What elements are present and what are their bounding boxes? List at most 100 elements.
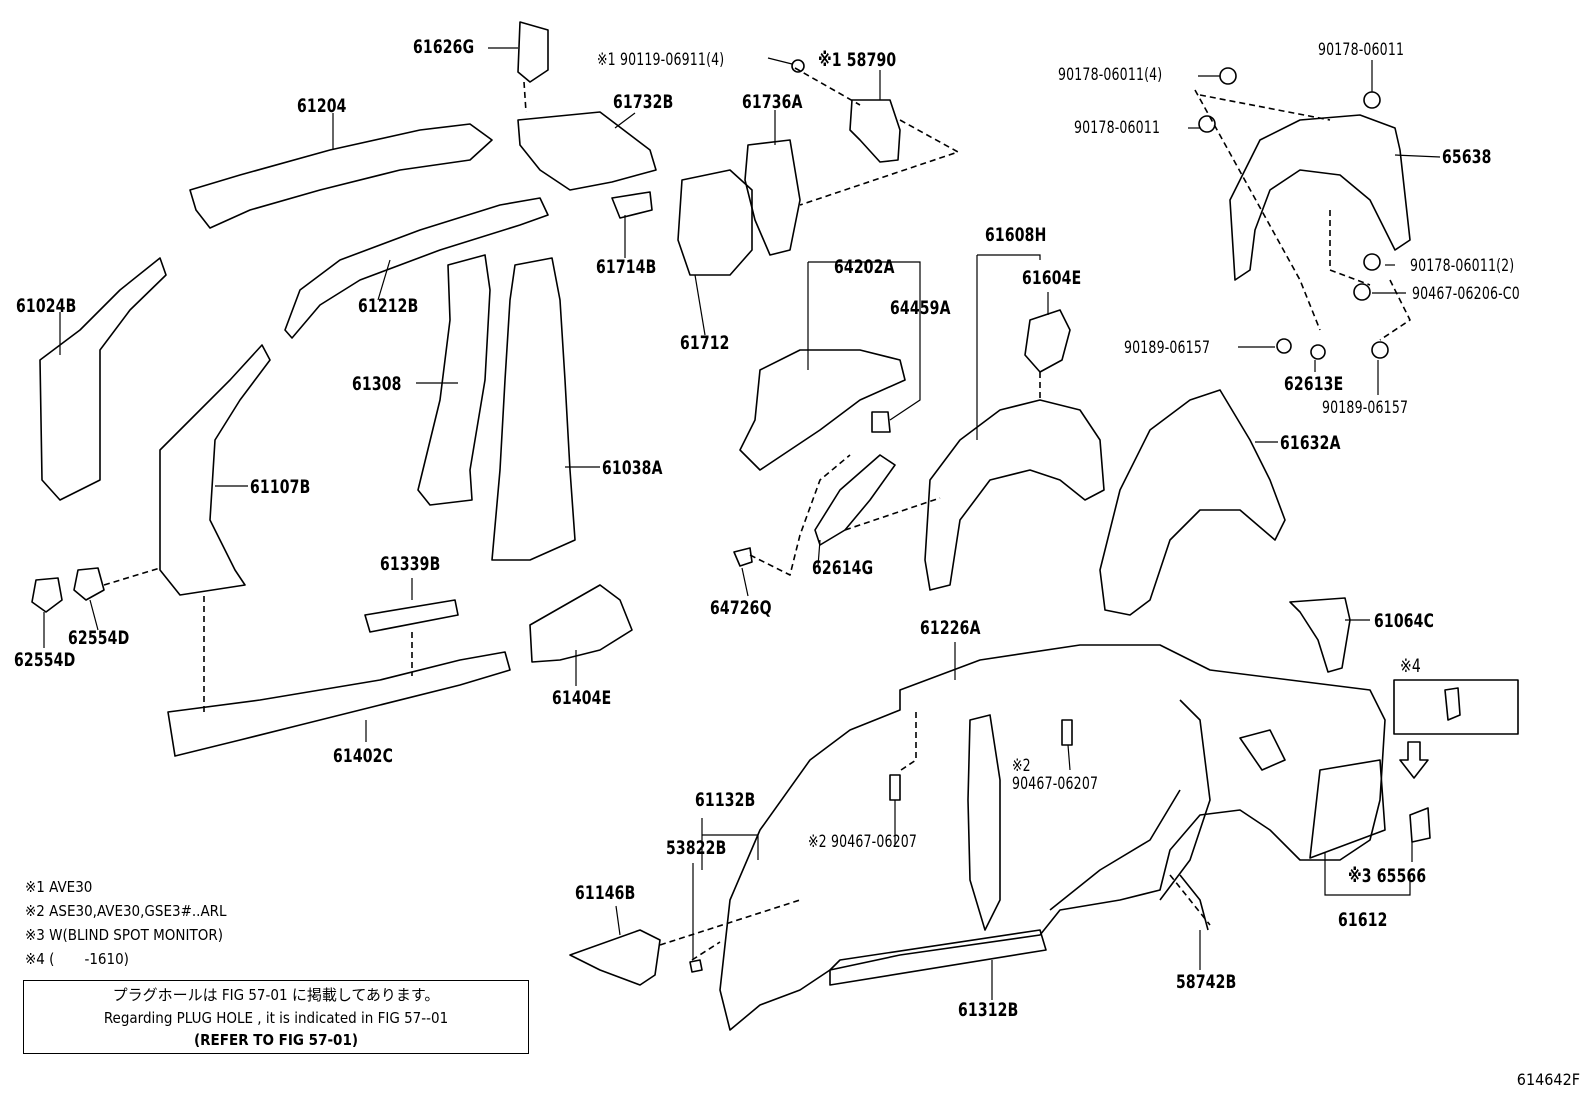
- part-61146B: [569, 929, 661, 986]
- label-61038A: 61038A: [602, 457, 663, 479]
- screw-90189-b: [1371, 341, 1389, 359]
- part-body-side: [719, 644, 1386, 1031]
- part-61212B: [284, 197, 549, 339]
- label-61312B: 61312B: [958, 999, 1019, 1021]
- label-90178-06011-c: 90178-06011: [1074, 118, 1161, 138]
- part-61204: [189, 123, 493, 229]
- label-64202A: 64202A: [834, 256, 895, 278]
- part-61107B: [159, 344, 271, 596]
- label-90178-06011-a: 90178-06011: [1318, 40, 1405, 60]
- down-arrow-icon: [1399, 741, 1429, 779]
- label-62614G: 62614G: [812, 557, 874, 579]
- label-90189-06157-b: 90189-06157: [1322, 398, 1409, 418]
- label-61308: 61308: [352, 373, 402, 395]
- nut-90178-a: [1363, 91, 1381, 109]
- label-61402C: 61402C: [333, 745, 394, 767]
- clip-90467-b: [889, 774, 901, 801]
- bolt-62613E: [1310, 344, 1326, 360]
- part-62614G: [814, 454, 896, 546]
- part-65566: [1409, 807, 1431, 843]
- part-64202A: [739, 349, 906, 471]
- label-61146B: 61146B: [575, 882, 636, 904]
- part-53822B: [689, 959, 703, 973]
- label-61714B: 61714B: [596, 256, 657, 278]
- part-61626G: [517, 21, 549, 83]
- label-61632A: 61632A: [1280, 432, 1341, 454]
- part-61604E: [1024, 309, 1071, 373]
- label-90467-06207-b: ※2 90467-06207: [808, 832, 918, 852]
- part-65638: [1229, 114, 1411, 281]
- label-90119-06911: ※1 90119-06911(4): [597, 50, 725, 70]
- remark-refer: (REFER TO FIG 57-01): [193, 1031, 359, 1049]
- label-53822B: 53822B: [666, 837, 727, 859]
- label-61024B: 61024B: [16, 295, 77, 317]
- label-61132B: 61132B: [695, 789, 756, 811]
- label-note2-mark: ※2: [1012, 756, 1031, 776]
- label-61339B: 61339B: [380, 553, 441, 575]
- label-58790: ※1 58790: [818, 49, 897, 71]
- label-note4-mark: ※4: [1400, 655, 1421, 677]
- remark-japanese: プラグホールは FIG 57-01 に掲載してあります。: [112, 986, 440, 1004]
- bolt-90119: [791, 59, 805, 73]
- part-62554D-a: [31, 577, 63, 613]
- label-61204: 61204: [297, 95, 347, 117]
- part-61632A: [1099, 389, 1286, 616]
- label-90178-06011-2: 90178-06011(2): [1410, 256, 1515, 276]
- part-61308: [417, 254, 491, 506]
- remark-english: Regarding PLUG HOLE , it is indicated in…: [103, 1009, 449, 1027]
- nut-90178-d: [1363, 253, 1381, 271]
- label-61626G: 61626G: [413, 36, 475, 58]
- label-61212B: 61212B: [358, 295, 419, 317]
- label-65566: ※3 65566: [1348, 865, 1427, 887]
- part-61732B: [517, 111, 657, 191]
- nut-90467: [1353, 283, 1371, 301]
- screw-90189-a: [1276, 338, 1292, 354]
- footnote-1: ※1 AVE30: [25, 878, 93, 896]
- part-61404E: [529, 584, 633, 663]
- part-61402C: [167, 651, 511, 757]
- part-61714B: [611, 191, 653, 219]
- part-61736A: [744, 139, 801, 256]
- label-62554D-b: 62554D: [68, 627, 130, 649]
- label-64459A: 64459A: [890, 297, 951, 319]
- label-65638: 65638: [1442, 146, 1492, 168]
- part-61064C: [1289, 597, 1351, 673]
- label-64726Q: 64726Q: [710, 597, 772, 619]
- part-62554D-b: [73, 567, 105, 601]
- footnote-3: ※3 W(BLIND SPOT MONITOR): [25, 926, 223, 944]
- plug-hole-remark: プラグホールは FIG 57-01 に掲載してあります。 Regarding P…: [23, 980, 529, 1054]
- label-90467-06206-C0: 90467-06206-C0: [1412, 284, 1520, 304]
- part-58790: [849, 99, 901, 163]
- clip-90467-a: [1061, 719, 1073, 746]
- part-64459A: [871, 411, 891, 433]
- label-61107B: 61107B: [250, 476, 311, 498]
- figure-id: 614642F: [1516, 1070, 1580, 1089]
- label-62613E: 62613E: [1284, 373, 1344, 395]
- footnote-4: ※4 ( -1610): [25, 950, 129, 968]
- label-90178-06011-4: 90178-06011(4): [1058, 65, 1163, 85]
- nut-90178-b: [1219, 67, 1237, 85]
- label-62554D-a: 62554D: [14, 649, 76, 671]
- part-61024B: [39, 257, 167, 501]
- part-61339B: [364, 599, 459, 633]
- label-61736A: 61736A: [742, 91, 803, 113]
- label-61612: 61612: [1338, 909, 1388, 931]
- note4-box: [1393, 679, 1519, 735]
- label-90189-06157-a: 90189-06157: [1124, 338, 1211, 358]
- clip-90178-c: [1198, 115, 1216, 133]
- label-58742B: 58742B: [1176, 971, 1237, 993]
- label-61712: 61712: [680, 332, 730, 354]
- label-61608H: 61608H: [985, 224, 1047, 246]
- label-61604E: 61604E: [1022, 267, 1082, 289]
- part-58742B: [1179, 874, 1209, 931]
- label-90467-06207-a: 90467-06207: [1012, 774, 1099, 794]
- label-61404E: 61404E: [552, 687, 612, 709]
- label-61064C: 61064C: [1374, 610, 1435, 632]
- footnote-2: ※2 ASE30,AVE30,GSE3#..ARL: [25, 902, 227, 920]
- part-61608H: [924, 399, 1105, 591]
- part-61038A: [491, 257, 576, 561]
- part-61712: [677, 169, 753, 276]
- label-61226A: 61226A: [920, 617, 981, 639]
- part-64726Q: [733, 547, 753, 567]
